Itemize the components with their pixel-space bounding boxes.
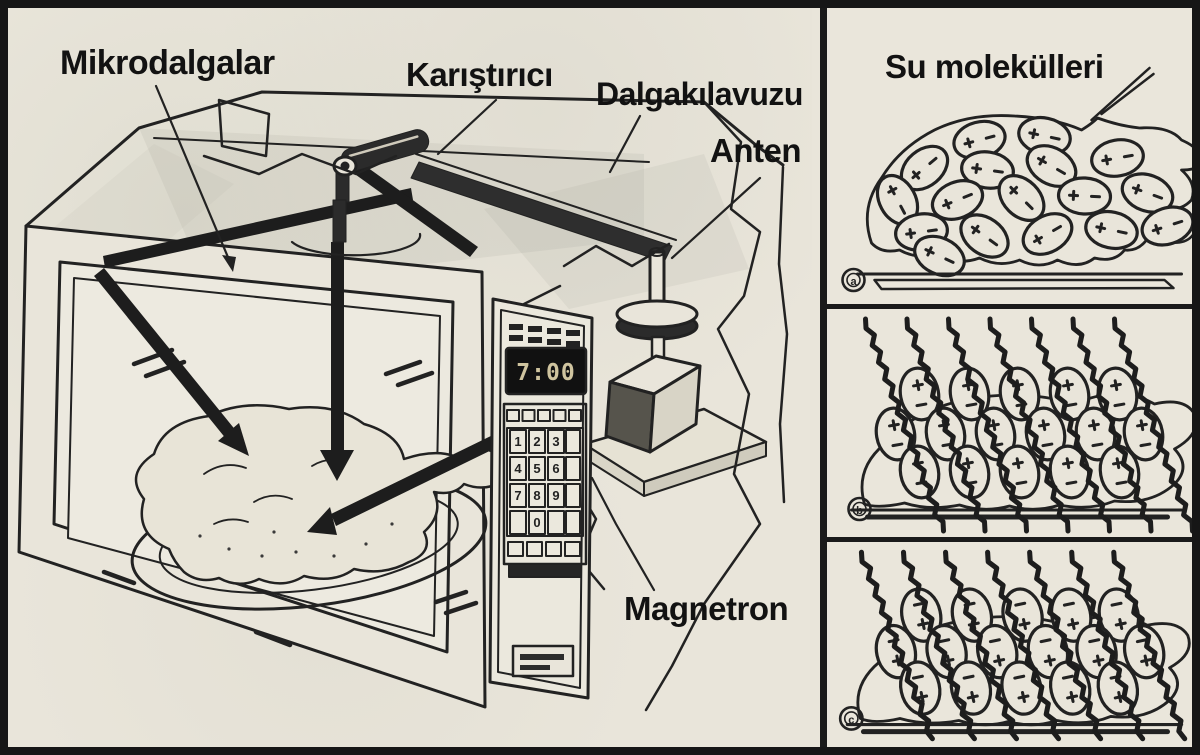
microwave-diagram-panel: 7:00 1 xyxy=(8,8,812,747)
molecule-panels: Su molekülleri a xyxy=(820,8,1192,747)
water-molecule xyxy=(960,150,1015,190)
svg-text:9: 9 xyxy=(552,488,559,503)
oven-display xyxy=(504,346,588,396)
microwave-wave-line xyxy=(985,549,1062,742)
microwave-wave-line xyxy=(858,549,935,742)
water-molecule xyxy=(930,179,985,221)
panel-title-water-molecules: Su molekülleri xyxy=(885,48,1104,85)
label-microwaves: Mikrodalgalar xyxy=(60,44,275,82)
waves-c xyxy=(858,549,1188,742)
oven-display-value: 7:00 xyxy=(516,360,575,386)
svg-text:3: 3 xyxy=(552,434,559,449)
water-molecule xyxy=(959,213,1010,259)
microwave-drawing: 7:00 1 xyxy=(17,84,789,712)
water-molecule xyxy=(1048,660,1092,716)
plate-c xyxy=(845,723,1184,735)
svg-text:7: 7 xyxy=(514,488,521,503)
panel-b-badge: b xyxy=(847,496,872,522)
label-magnetron: Magnetron xyxy=(624,590,789,627)
molecules-b xyxy=(874,366,1165,500)
water-molecule xyxy=(875,173,920,227)
microwave-wave-line xyxy=(1112,316,1192,534)
panel-a-drawing: a xyxy=(841,66,1192,293)
microwave-wave-line xyxy=(1029,316,1112,534)
svg-text:1: 1 xyxy=(514,434,521,449)
microwave-wave-line xyxy=(1027,549,1104,742)
water-molecule xyxy=(1056,176,1113,216)
panel-c-drawing: c xyxy=(838,549,1191,742)
function-key-row[interactable] xyxy=(507,541,581,557)
number-keys[interactable] xyxy=(509,429,581,535)
microwave-wave-line xyxy=(900,549,977,742)
molecules-a xyxy=(875,115,1192,278)
microwave-wave-line xyxy=(946,316,1029,534)
microwave-wave-line xyxy=(1069,549,1146,742)
stirrer xyxy=(290,129,430,257)
leader-lines xyxy=(154,84,762,592)
microwave-wave-line xyxy=(904,316,988,534)
svg-text:a: a xyxy=(850,276,857,288)
waves-b xyxy=(863,316,1192,534)
memory-key-row[interactable] xyxy=(506,409,582,422)
svg-text:4: 4 xyxy=(514,461,522,476)
label-stirrer: Karıştırıcı xyxy=(406,56,553,93)
svg-text:6: 6 xyxy=(552,461,559,476)
panel-c: c xyxy=(827,542,1192,747)
microwave-wave-line xyxy=(863,316,946,534)
svg-text:5: 5 xyxy=(533,461,540,476)
water-molecule xyxy=(1048,366,1091,422)
panel-b-drawing: b xyxy=(847,316,1192,534)
water-molecule xyxy=(1021,212,1074,256)
magnetron-box xyxy=(582,354,768,497)
plate-a xyxy=(856,272,1183,291)
microwave-wave-line xyxy=(1111,549,1188,742)
label-antenna: Anten xyxy=(710,132,802,169)
start-bar-button[interactable] xyxy=(508,563,582,578)
svg-text:c: c xyxy=(848,715,854,727)
label-waveguide: Dalgakılavuzu xyxy=(596,76,803,112)
microwave-wave-line xyxy=(943,549,1020,742)
panel-b: b xyxy=(827,309,1192,542)
water-molecule xyxy=(913,234,966,278)
water-molecule xyxy=(1120,172,1175,214)
panel-c-badge: c xyxy=(838,706,864,731)
water-molecule xyxy=(1084,209,1139,251)
cutaway-tear-edges xyxy=(202,98,762,712)
water-molecule xyxy=(1049,587,1093,643)
microwave-wave-line xyxy=(987,316,1071,534)
svg-text:8: 8 xyxy=(533,488,540,503)
water-molecule xyxy=(1090,138,1145,178)
brand-nameplate xyxy=(511,644,575,678)
panel-a: Su molekülleri a xyxy=(827,8,1192,309)
microwave-wave-line xyxy=(1070,316,1154,534)
control-panel: 7:00 1 xyxy=(488,297,594,700)
vent-slots xyxy=(509,324,580,347)
water-molecule xyxy=(1140,205,1192,247)
number-pad xyxy=(506,427,584,537)
svg-text:2: 2 xyxy=(533,434,540,449)
svg-text:b: b xyxy=(856,505,863,517)
svg-text:0: 0 xyxy=(533,515,540,530)
panel-a-badge: a xyxy=(841,267,866,293)
number-key-labels: 1 2 3 4 5 6 7 8 9 0 xyxy=(514,434,559,530)
